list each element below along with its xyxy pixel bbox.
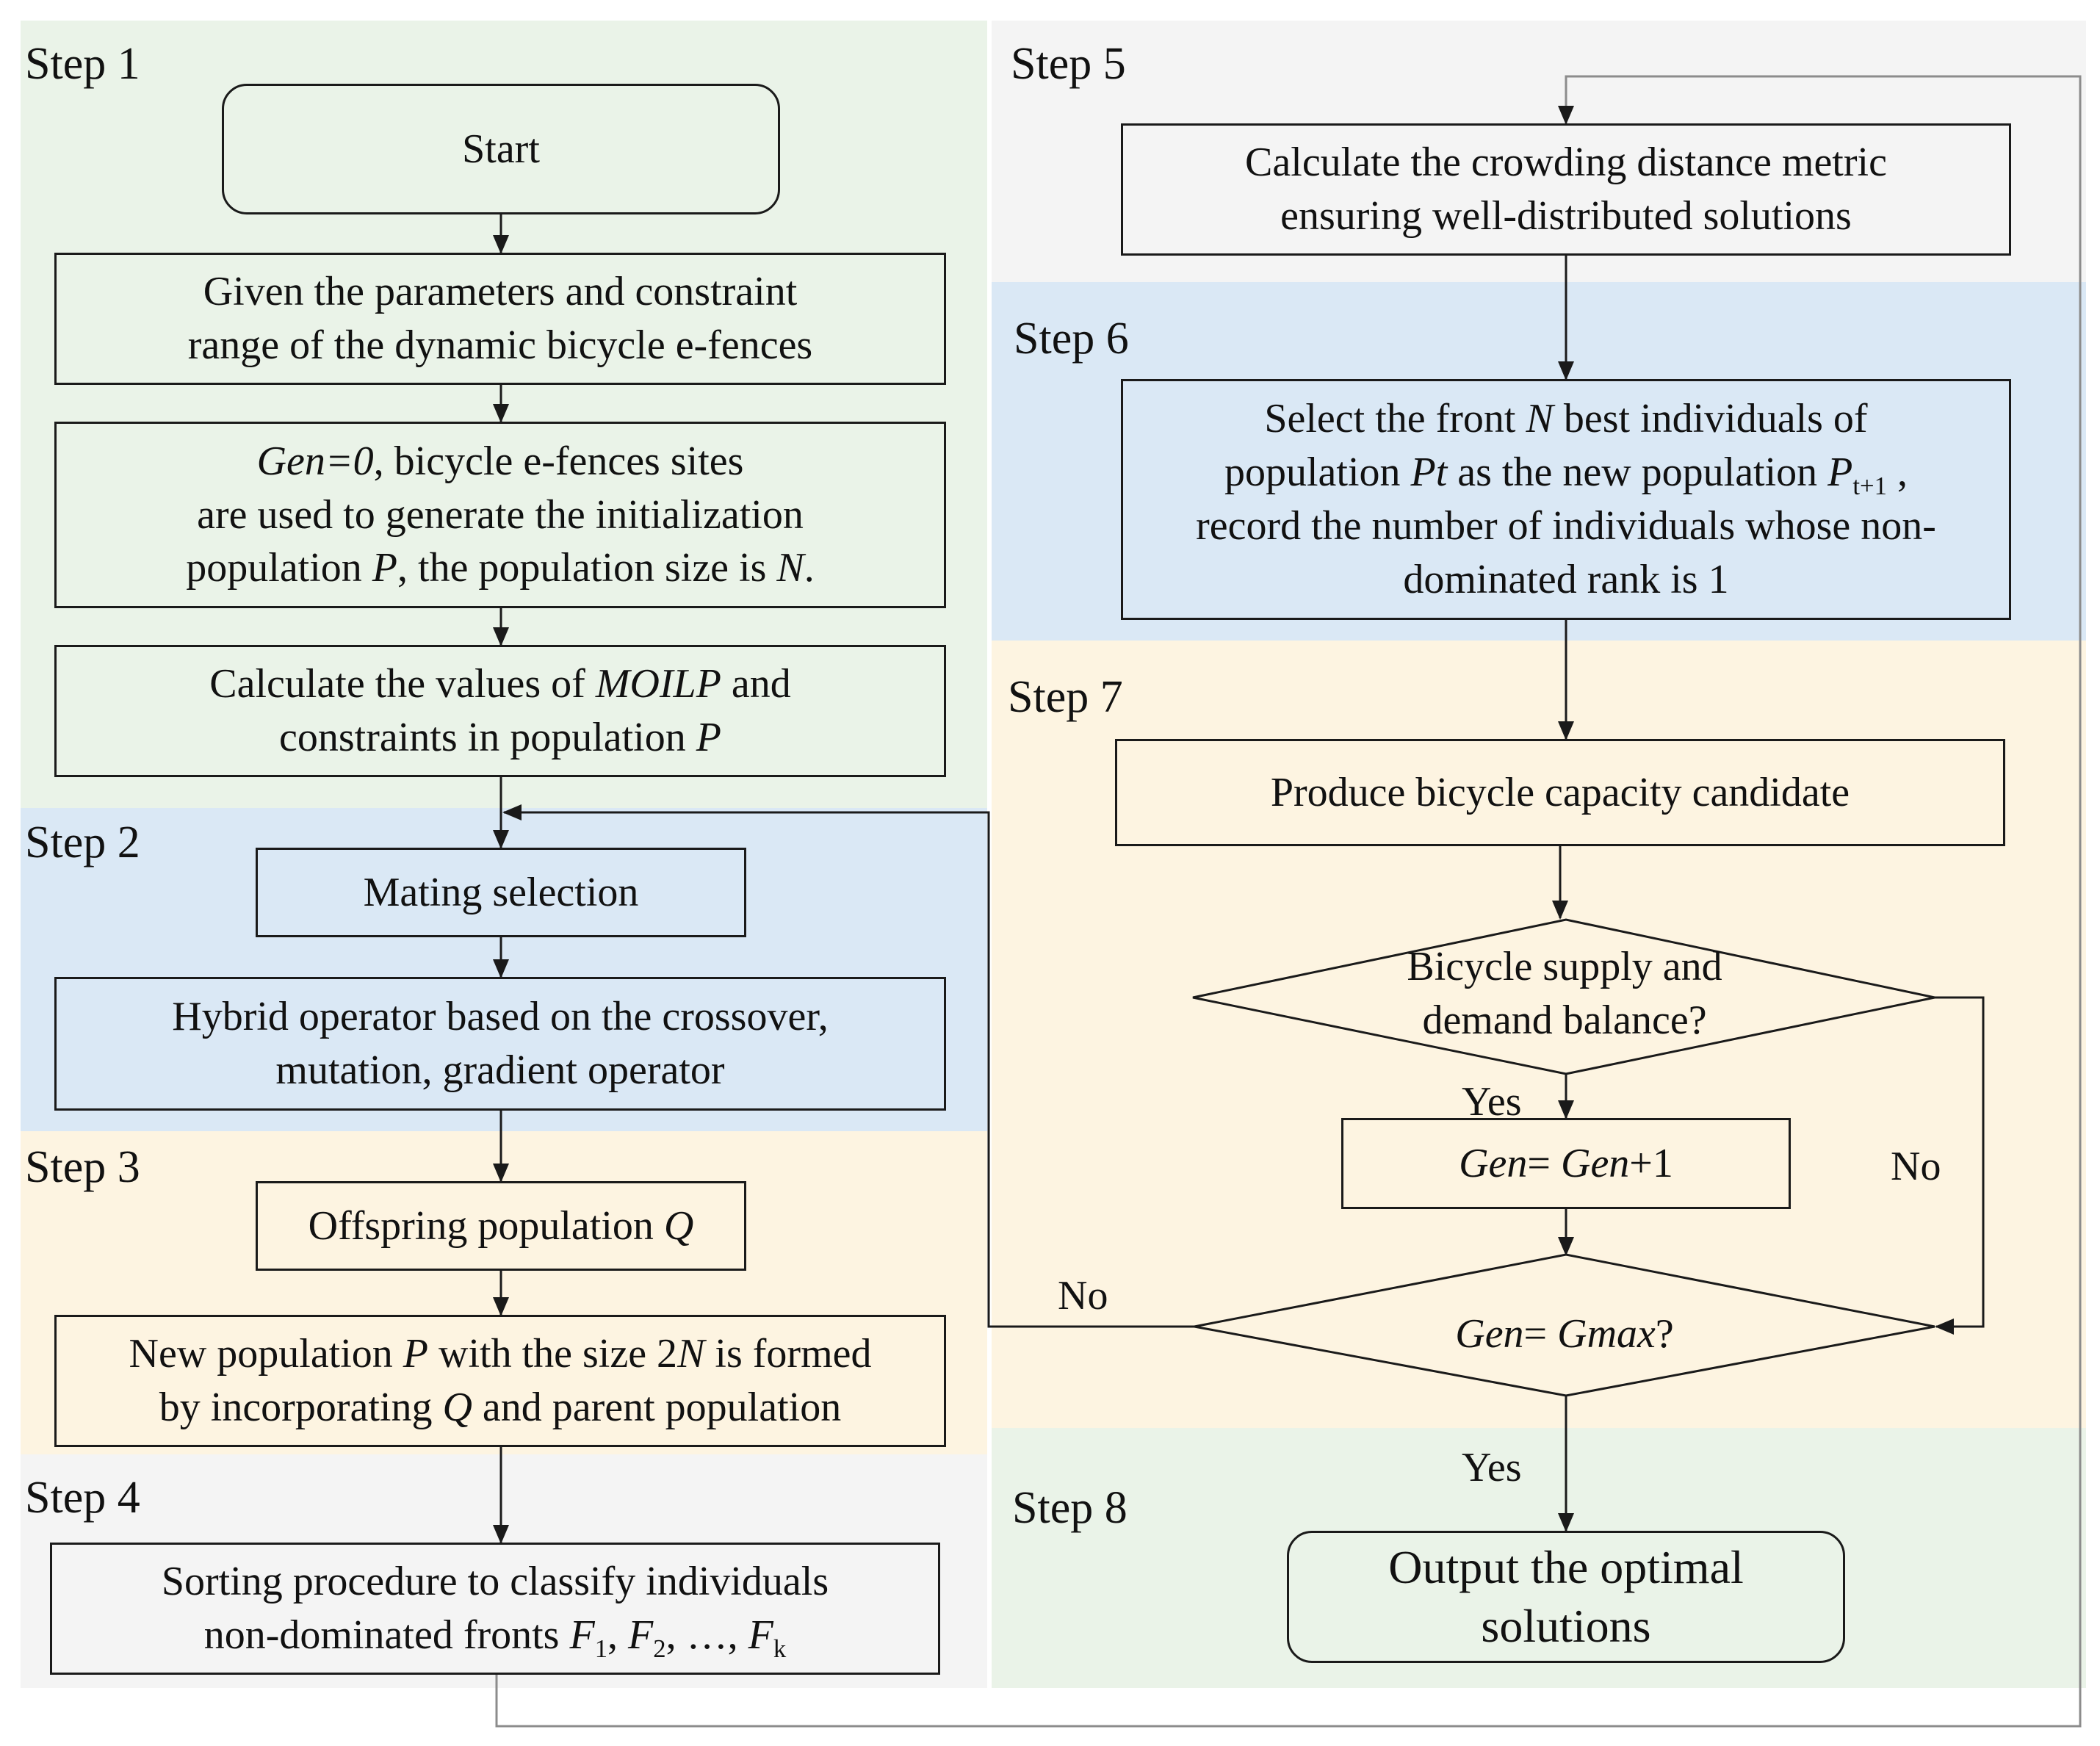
no-label-genmax: No [1058,1273,1108,1318]
step8-label: Step 8 [1012,1483,1127,1533]
balance-decision-diamond [1192,918,1935,1075]
step3-label: Step 3 [25,1142,140,1192]
offspring-population-box: Offspring population Q [256,1181,746,1271]
start-terminal: Start [222,84,780,214]
sorting-procedure-box: Sorting procedure to classify individual… [50,1543,940,1675]
step6-label: Step 6 [1014,314,1129,364]
crowding-distance-box: Calculate the crowding distance metric e… [1121,123,2011,256]
step4-label: Step 4 [25,1473,140,1523]
mating-selection-box: Mating selection [256,848,746,937]
step1-label: Step 1 [25,39,140,89]
genmax-decision-diamond [1194,1253,1935,1397]
hybrid-operator-box: Hybrid operator based on the crossover, … [54,977,946,1111]
initialization-box: Gen=0, bicycle e-fences sites are used t… [54,422,946,608]
arrow-sorting-to-crowding [495,75,2082,1728]
produce-candidate-box: Produce bicycle capacity candidate [1115,739,2005,846]
arrow-balance-no-to-genmax [1932,996,1985,1335]
step7-label: Step 7 [1008,672,1123,722]
step2-label: Step 2 [25,818,140,867]
no-label-balance: No [1891,1144,1941,1189]
parameters-box: Given the parameters and constraint rang… [54,253,946,385]
output-terminal: Output the optimal solutions [1287,1531,1845,1663]
new-population-box: New population P with the size 2N is for… [54,1315,946,1447]
balance-decision-text: Bicycle supply and demand balance? [1407,944,1722,1043]
yes-label-balance: Yes [1462,1079,1522,1125]
arrow-genmax-no-to-mating [502,804,1200,1328]
step5-label: Step 5 [1011,39,1126,89]
genmax-decision-text: Gen= Gmax? [1455,1311,1674,1357]
select-front-box: Select the front N best individuals of p… [1121,379,2011,620]
yes-label-genmax: Yes [1462,1445,1522,1490]
calculate-values-box: Calculate the values of MOILP and constr… [54,645,946,777]
gen-increment-box: Gen= Gen+1 [1341,1118,1791,1209]
